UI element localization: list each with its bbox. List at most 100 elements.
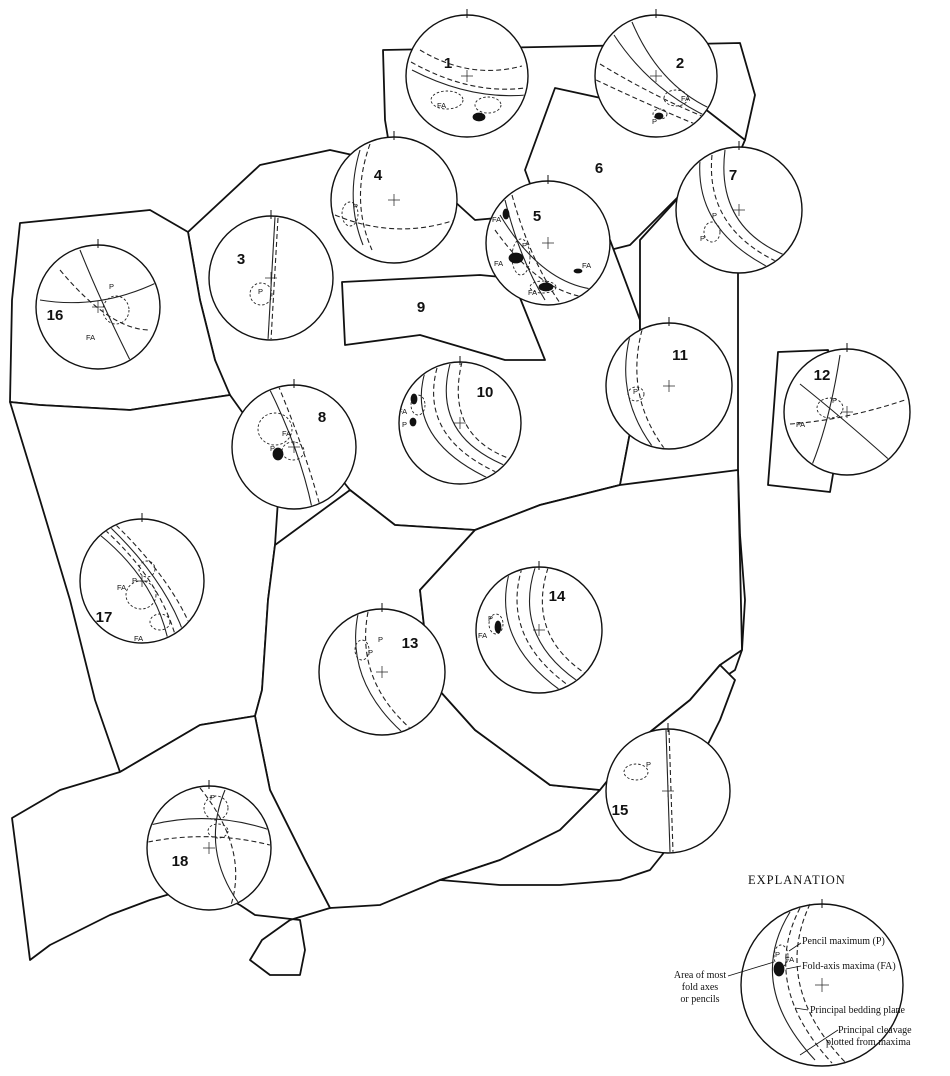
fold-axis-mark: FA (582, 261, 591, 270)
stereonet-contents: PFA (789, 354, 906, 466)
maxima-contour (410, 394, 426, 416)
stereonet-number: 11 (672, 347, 688, 364)
explanation-bedding-dashed-2 (796, 903, 846, 1063)
fold-axis-maxima (494, 620, 502, 634)
fold-axis-maxima (508, 252, 524, 264)
cleavage-label-line1: Principal cleavage (838, 1025, 912, 1036)
bedding-plane (419, 49, 523, 71)
bedding-plane (59, 269, 151, 331)
pencil-maximum-mark: P (712, 211, 717, 220)
bedding-plane-label: Principal bedding plane (810, 1005, 906, 1016)
explanation-p-mark: P (775, 950, 780, 959)
stereonet-11: P 11 (605, 317, 733, 450)
stereonet-13: PP 13 (318, 603, 446, 736)
pencil-maximum-mark: P (478, 114, 483, 123)
pencil-maximum-mark: P (258, 287, 263, 296)
fold-axis-maxima (409, 417, 417, 427)
bedding-plane (410, 61, 526, 90)
pencil-maximum-mark: P (633, 387, 638, 396)
stereonet-15: P15 (605, 723, 731, 854)
maxima-contour (511, 238, 531, 276)
maxima-contour (102, 295, 130, 325)
stereonet-number: 18 (172, 853, 189, 870)
stereonet-number: 17 (96, 609, 113, 626)
pencil-maximum-mark: P (378, 635, 383, 644)
maxima-contour (474, 96, 502, 114)
maxima-contour (816, 397, 844, 419)
fold-axis-maxima-label: Fold-axis maxima (FA) (802, 961, 896, 972)
pencil-maximum-mark: P (646, 760, 651, 769)
cleavage-plane (420, 371, 493, 481)
area-label-line3: or pencils (680, 994, 719, 1005)
fold-axis-mark: FA (528, 288, 537, 297)
stereonet-number: 12 (814, 367, 831, 384)
bedding-plane (433, 367, 506, 477)
pencil-maximum-mark: P (109, 282, 114, 291)
maxima-contour (488, 613, 504, 635)
maxima-contour (663, 89, 689, 107)
cleavage-plane (723, 149, 793, 259)
bedding-plane (541, 568, 597, 681)
fold-axis-maxima (654, 112, 664, 120)
cleavage-plane (267, 217, 276, 339)
fold-axis-mark: FA (134, 634, 143, 643)
region-label-6: 6 (595, 160, 603, 177)
bedding-leader-line (794, 1007, 809, 1011)
explanation-legend: EXPLANATION P FA Pencil maximum (P) Fold… (674, 873, 912, 1067)
pencil-maximum-mark: P (368, 648, 373, 657)
fold-axis-leader-line (785, 965, 802, 970)
bedding-plane (457, 363, 520, 463)
cleavage-plane (631, 21, 716, 112)
fold-axis-maxima (502, 208, 510, 220)
pencil-maximum-mark: P (210, 793, 215, 802)
pencil-maximum-label: Pencil maximum (P) (802, 936, 885, 947)
cleavage-plane (799, 383, 896, 466)
stereonet-contents: P (625, 329, 665, 448)
cleavage-plane (267, 386, 313, 508)
explanation-fa-mark: FA (785, 955, 794, 964)
region-label-9: 9 (417, 299, 425, 316)
maxima-contour (354, 639, 370, 661)
stereonet-contents: P (334, 143, 456, 251)
stereonet-number: 4 (374, 167, 383, 184)
stereonet-number: 5 (533, 208, 541, 225)
fold-axis-maxima (410, 393, 418, 405)
maxima-contour (149, 613, 171, 631)
cleavage-plane (665, 730, 671, 852)
area-leader-line (727, 961, 775, 977)
bedding-plane (104, 529, 177, 639)
stereonet-contents: PFA (596, 21, 716, 127)
cleavage-plane (411, 69, 527, 97)
cleavage-leader-line (799, 1029, 839, 1056)
bedding-plane (789, 399, 906, 425)
area-label-line1: Area of most (674, 970, 726, 981)
cleavage-plane (699, 159, 771, 269)
stereonet-contents: PFA (39, 249, 159, 361)
maxima-contour (203, 795, 229, 821)
bedding-plane (199, 787, 237, 909)
stereonet-contents: PFA (410, 49, 527, 123)
fold-axis-mark: FA (796, 420, 805, 429)
pencil-maximum-mark: P (652, 117, 657, 126)
stereonet-number: 14 (549, 588, 566, 605)
cleavage-label-line2: plotted from maxima (826, 1037, 911, 1048)
fold-axis-mark: FA (398, 407, 407, 416)
bedding-plane (277, 386, 321, 507)
region-9 (341, 274, 546, 361)
stereonet-number: 1 (444, 55, 452, 72)
stereonet-contents: PP (699, 149, 793, 269)
cleavage-plane (528, 568, 586, 687)
cleavage-plane (352, 149, 364, 246)
stereonet-contents: FAP (398, 363, 520, 481)
stereonet-contents: P (623, 730, 674, 852)
cleavage-plane (39, 281, 159, 304)
stereonet-number: 13 (402, 635, 419, 652)
cleavage-plane (214, 789, 241, 906)
fold-axis-maxima (472, 112, 486, 122)
